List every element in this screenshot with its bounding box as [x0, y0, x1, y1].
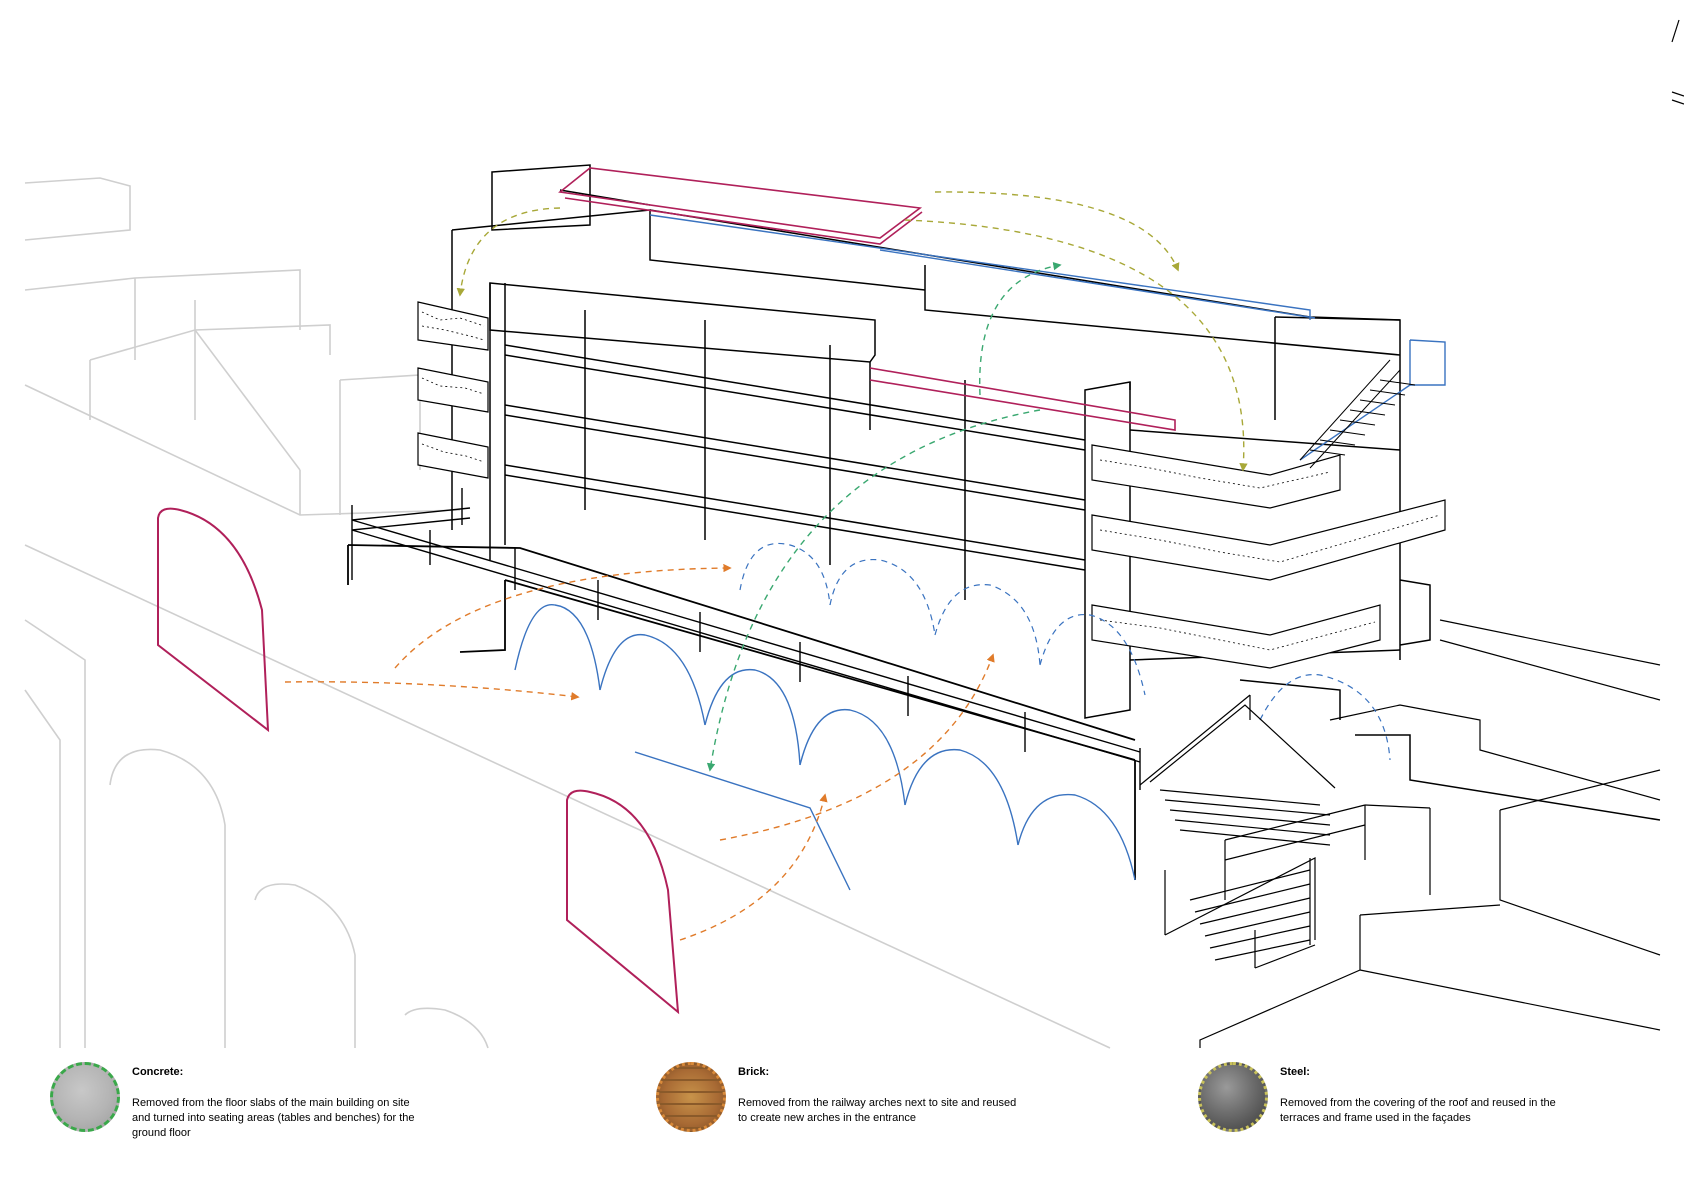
- terrace-planters-left: [417, 301, 489, 479]
- context-right: [1199, 619, 1661, 1048]
- lower-stairs: [1139, 694, 1431, 969]
- flow-arrows-concrete: [706, 262, 1062, 772]
- terrace-planters-right: [1091, 444, 1446, 669]
- context-buildings: [24, 177, 1111, 1049]
- legend-steel-title: Steel:: [1280, 1066, 1310, 1078]
- flow-arrows-brick: [284, 563, 995, 941]
- brick-texture-icon: [656, 1062, 726, 1132]
- steel-frame: [649, 214, 1446, 461]
- legend-brick-title: Brick:: [738, 1066, 770, 1078]
- legend-concrete-description: Removed from the floor slabs of the main…: [132, 1097, 415, 1139]
- arch-projections: [739, 543, 1391, 761]
- legend-brick-description: Removed from the railway arches next to …: [738, 1097, 1017, 1124]
- main-building: [451, 164, 1661, 821]
- steel-texture-icon: [1198, 1062, 1268, 1132]
- legend-steel-description: Removed from the covering of the roof an…: [1280, 1097, 1556, 1124]
- ground-platform: [347, 544, 1136, 880]
- upper-stair: [1299, 359, 1416, 469]
- entrance-arches: [514, 604, 1136, 891]
- roof-cover: [558, 167, 1176, 431]
- planter-foliage: [421, 311, 1441, 651]
- flow-arrows-steel: [456, 191, 1248, 472]
- margin-marks: [1671, 19, 1684, 105]
- railing: [351, 488, 1141, 790]
- legend-concrete-title: Concrete:: [132, 1066, 184, 1078]
- concrete-texture-icon: [50, 1062, 120, 1132]
- brick-source-arches: [157, 507, 680, 1015]
